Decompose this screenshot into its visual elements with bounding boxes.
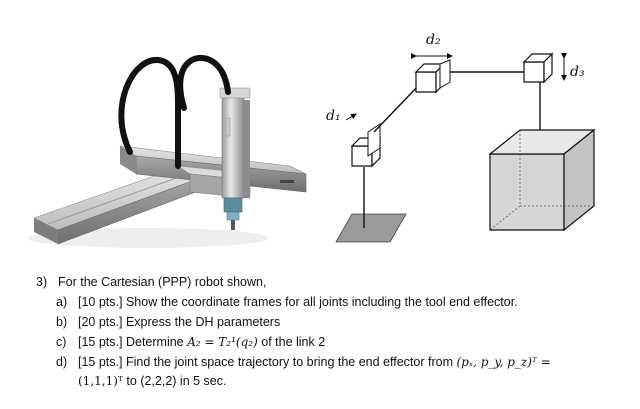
question-header: 3) For the Cartesian (PPP) robot shown,: [36, 273, 616, 291]
item-points: [20 pts.]: [78, 315, 123, 329]
item-d-continuation: (1,1,1)ᵀ to (2,2,2) in 5 sec.: [78, 372, 616, 390]
question-block: 3) For the Cartesian (PPP) robot shown, …: [36, 273, 616, 390]
cartesian-robot-illustration: [28, 54, 307, 248]
d1-arrow: [345, 113, 357, 121]
item-math: A₂ = T₂¹(q₂): [187, 335, 258, 349]
vertical-column: [219, 87, 251, 199]
question-prompt: For the Cartesian (PPP) robot shown,: [58, 275, 267, 289]
item-points: [10 pts.]: [78, 295, 123, 309]
question-items: a) [10 pts.] Show the coordinate frames …: [56, 292, 616, 390]
item-math-line2: (1,1,1)ᵀ: [78, 374, 123, 388]
label-d3: d₃: [570, 64, 585, 80]
item-letter: c): [56, 335, 67, 349]
item-letter: b): [56, 315, 68, 329]
cable-harness: [118, 54, 231, 169]
item-letter: a): [56, 295, 68, 309]
item-c: c) [15 pts.] Determine A₂ = T₂¹(q₂) of t…: [56, 332, 616, 352]
item-text-line2: to (2,2,2) in 5 sec.: [126, 374, 227, 388]
item-points: [15 pts.]: [78, 355, 123, 369]
item-b: b) [20 pts.] Express the DH parameters: [56, 312, 616, 332]
tool-end-effector: [223, 197, 243, 230]
item-text-before: Find the joint space trajectory to bring…: [125, 355, 453, 369]
label-d1: d₁: [326, 108, 341, 124]
item-math: (pₓ, p_y, p_z)ᵀ =: [456, 355, 551, 369]
item-text-after: of the link 2: [261, 335, 326, 349]
label-d2: d₂: [426, 32, 441, 48]
item-letter: d): [56, 355, 68, 369]
joint-3-cube: [522, 52, 554, 84]
base-plate: [335, 213, 407, 243]
workspace-cube: [488, 128, 596, 232]
question-number: 3): [36, 275, 48, 289]
ppp-schematic-diagram: d₂ d₃ d₁: [326, 32, 596, 243]
item-d: d) [15 pts.] Find the joint space trajec…: [56, 352, 616, 372]
item-text: Show the coordinate frames for all joint…: [125, 295, 518, 309]
item-text-before: Determine: [125, 335, 184, 349]
item-points: [15 pts.]: [78, 335, 123, 349]
item-a: a) [10 pts.] Show the coordinate frames …: [56, 292, 616, 312]
item-text: Express the DH parameters: [125, 315, 281, 329]
